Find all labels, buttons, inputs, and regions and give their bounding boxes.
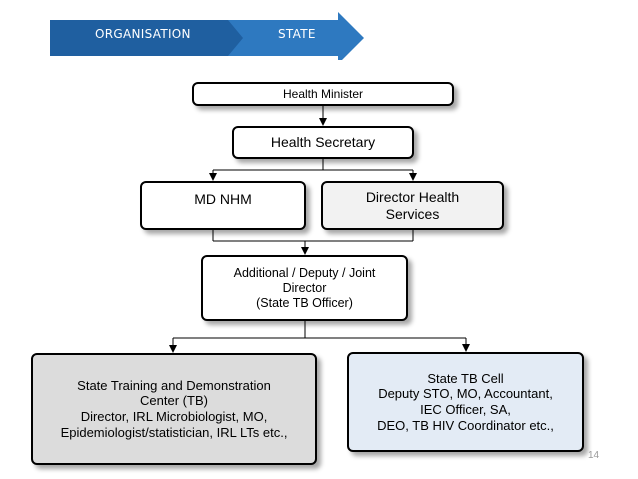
node-additional-line-2: Director [282,280,327,295]
banner-state-label: STATE [278,27,316,41]
node-health-minister: Health Minister [192,82,454,106]
state-arrow-shape [228,12,364,60]
node-md-nhm-label: MD NHM [194,191,252,207]
node-cell-line-1: State TB Cell [427,370,504,386]
page-number: 14 [588,450,600,461]
node-cell-line-4: DEO, TB HIV Coordinator etc., [377,417,554,433]
node-additional-line-1: Additional / Deputy / Joint [233,265,376,280]
node-cell-line-2: Deputy STO, MO, Accountant, [378,386,553,402]
node-stdc-line-1: State Training and Demonstration [77,377,271,393]
organisation-arrow-shape [50,20,255,56]
node-health-secretary: Health Secretary [232,126,414,159]
node-state-training-center: State Training and Demonstration Center … [31,353,317,465]
node-health-secretary-label: Health Secretary [270,134,376,151]
node-additional-line-3: (State TB Officer) [256,295,353,310]
node-additional-director: Additional / Deputy / Joint Director (St… [201,255,408,321]
node-md-nhm: MD NHM [140,181,306,230]
node-director-health-services: Director Health Services [321,181,504,230]
node-director-line-2: Services [385,205,440,222]
banner: ORGANISATION STATE [50,10,365,60]
node-health-minister-label: Health Minister [282,86,364,101]
node-state-tb-cell: State TB Cell Deputy STO, MO, Accountant… [347,352,584,452]
node-director-line-1: Director Health [365,188,460,205]
node-stdc-line-3: Director, IRL Microbiologist, MO, [80,409,268,424]
banner-organisation-label: ORGANISATION [95,27,191,41]
node-cell-line-3: IEC Officer, SA, [420,402,511,417]
banner-arrows [50,12,364,60]
node-stdc-line-2: Center (TB) [140,393,208,409]
node-stdc-line-4: Epidemiologist/statistician, IRL LTs etc… [60,424,288,440]
